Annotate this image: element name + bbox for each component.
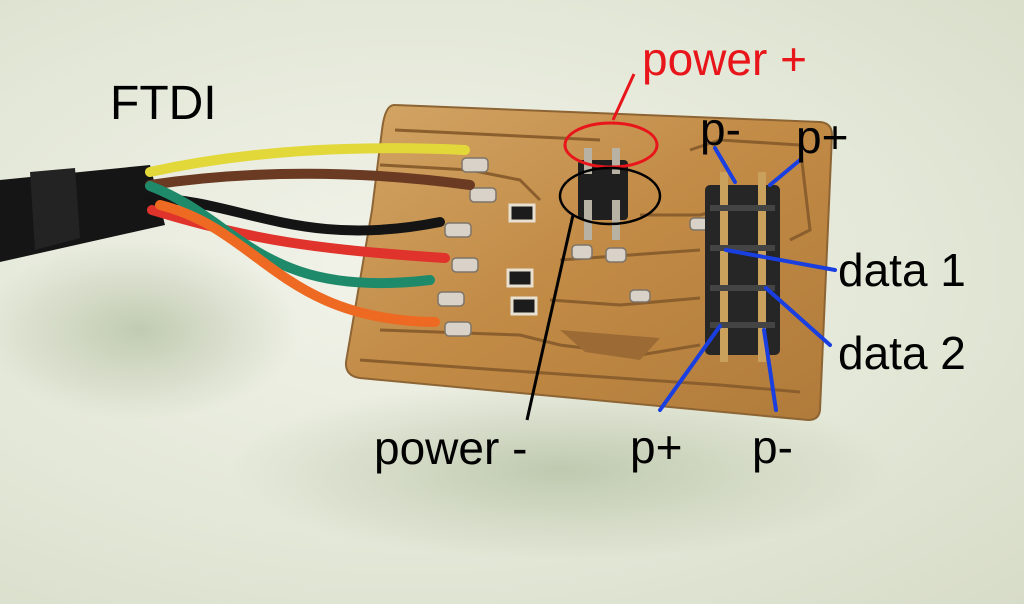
ftdi-label: FTDI bbox=[110, 77, 217, 130]
power-minus-pointer bbox=[525, 214, 575, 421]
wire-yellow bbox=[145, 143, 470, 177]
wire-orange bbox=[155, 200, 440, 327]
resistor-1 bbox=[508, 203, 536, 223]
p-minus-bottom-label: p- bbox=[752, 421, 793, 473]
wire-green bbox=[145, 181, 435, 289]
data-header bbox=[705, 172, 780, 362]
pin-pointers bbox=[658, 146, 837, 412]
resistor-2 bbox=[506, 268, 534, 288]
power-plus-pointer bbox=[611, 73, 636, 121]
data-1-label: data 1 bbox=[838, 244, 966, 296]
power-plus-label: power + bbox=[642, 33, 807, 85]
p-plus-bottom-label: p+ bbox=[630, 421, 683, 473]
power-minus-circle bbox=[558, 166, 662, 226]
power-minus-label: power - bbox=[374, 422, 528, 474]
wire-brown bbox=[145, 168, 475, 190]
p-plus-top-label: p+ bbox=[796, 111, 849, 163]
wire-red bbox=[147, 205, 450, 263]
resistor-3 bbox=[510, 296, 538, 316]
data-2-label: data 2 bbox=[838, 327, 966, 379]
p-minus-top-label: p- bbox=[700, 103, 741, 155]
cable-shadow bbox=[0, 240, 300, 420]
board-shadow bbox=[230, 380, 890, 560]
ftdi-cable bbox=[0, 143, 475, 327]
